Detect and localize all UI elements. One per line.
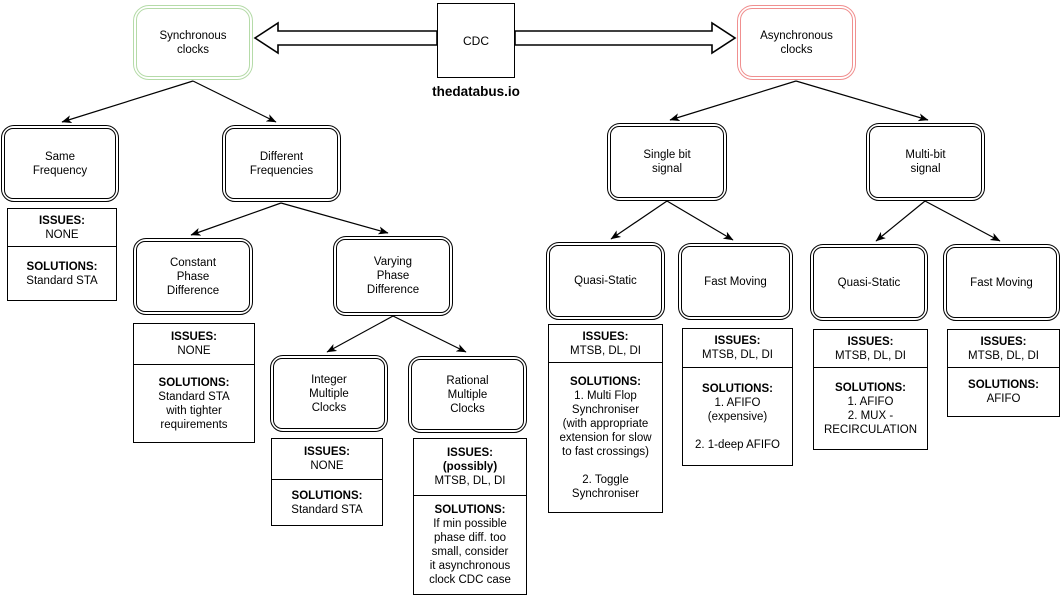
issues-label: ISSUES: xyxy=(582,330,629,343)
node-single-bit-signal-label: Single bit signal xyxy=(643,149,691,175)
table-rational-multiple: ISSUES: (possibly) MTSB, DL, DI SOLUTION… xyxy=(413,438,527,595)
node-multi-quasi-static-label: Quasi-Static xyxy=(837,276,901,289)
issues-value: MTSB, DL, DI xyxy=(570,344,641,357)
connector-different-to-constant-phase xyxy=(190,202,282,236)
issues-value: MTSB, DL, DI xyxy=(968,349,1039,362)
node-multi-fast-moving-label: Fast Moving xyxy=(970,276,1033,289)
issues-value: NONE xyxy=(177,345,211,357)
issues-value: MTSB, DL, DI xyxy=(835,349,906,362)
table-same-frequency: ISSUES: NONE SOLUTIONS: Standard STA xyxy=(7,208,117,301)
connector-single-bit-to-quasi-static xyxy=(610,200,668,240)
connector-single-bit-to-fast-moving xyxy=(666,200,734,241)
solutions-label: SOLUTIONS: xyxy=(434,504,506,516)
node-synchronous-clocks: Synchronous clocks xyxy=(133,5,253,80)
node-single-bit-signal: Single bit signal xyxy=(607,123,727,201)
table-single-fast-moving: ISSUES: MTSB, DL, DI SOLUTIONS: 1. AFIFO… xyxy=(682,328,793,466)
issues-label: ISSUES: xyxy=(714,335,761,347)
node-cdc-label: CDC xyxy=(463,33,489,48)
issues-label: ISSUES: xyxy=(847,335,894,348)
solutions-value: 1. AFIFO (expensive) 2. 1-deep AFIFO xyxy=(694,396,780,451)
connector-asynchronous-to-multi-bit xyxy=(795,80,929,122)
table-constant-phase: ISSUES: NONE SOLUTIONS: Standard STA wit… xyxy=(133,323,255,443)
node-same-frequency-label: Same Frequency xyxy=(32,150,88,177)
issues-label: ISSUES: xyxy=(303,446,350,458)
solutions-label: SOLUTIONS: xyxy=(835,381,906,394)
solutions-value: 1. AFIFO 2. MUX - RECIRCULATION xyxy=(823,395,918,436)
node-rational-multiple-clocks: Rational Multiple Clocks xyxy=(408,356,527,433)
connector-multi-bit-to-fast-moving xyxy=(924,200,1001,242)
issues-label: ISSUES: xyxy=(170,331,217,343)
issues-label: ISSUES: xyxy=(980,335,1027,348)
hollow-arrow-cdc-to-asynchronous xyxy=(514,21,737,55)
node-synchronous-clocks-label: Synchronous clocks xyxy=(159,29,227,56)
solutions-label: SOLUTIONS: xyxy=(570,375,641,388)
solutions-value: AFIFO xyxy=(986,393,1021,405)
solutions-value: Standard STA xyxy=(26,274,98,287)
node-multi-quasi-static: Quasi-Static xyxy=(810,244,928,321)
node-single-quasi-static: Quasi-Static xyxy=(546,242,665,320)
node-multi-bit-signal: Multi-bit signal xyxy=(866,123,985,201)
node-integer-multiple-clocks-label: Integer Multiple Clocks xyxy=(309,373,349,414)
table-integer-multiple: ISSUES: NONE SOLUTIONS: Standard STA xyxy=(271,438,383,526)
solutions-label: SOLUTIONS: xyxy=(702,382,773,395)
solutions-value: Standard STA xyxy=(291,503,363,516)
connector-synchronous-to-different-frequencies xyxy=(192,80,277,123)
node-varying-phase-difference-label: Varying Phase Difference xyxy=(366,256,420,296)
solutions-label: SOLUTIONS: xyxy=(291,489,363,502)
table-multi-fast-moving: ISSUES: MTSB, DL, DI SOLUTIONS: AFIFO xyxy=(947,329,1060,417)
node-multi-fast-moving: Fast Moving xyxy=(943,244,1060,321)
node-asynchronous-clocks-label: Asynchronous clocks xyxy=(760,29,833,56)
table-single-quasi-static: ISSUES: MTSB, DL, DI SOLUTIONS: 1. Multi… xyxy=(548,324,663,513)
node-same-frequency: Same Frequency xyxy=(1,125,119,202)
issues-value: MTSB, DL, DI xyxy=(434,475,506,487)
solutions-label: SOLUTIONS: xyxy=(968,379,1039,391)
connector-different-to-varying-phase xyxy=(280,202,389,235)
connector-varying-to-rational-multiple xyxy=(392,315,467,353)
node-cdc: CDC xyxy=(437,3,515,78)
node-constant-phase-difference: Constant Phase Difference xyxy=(133,238,253,315)
node-rational-multiple-clocks-label: Rational Multiple Clocks xyxy=(446,374,489,415)
brand-thedatabus: thedatabus.io xyxy=(432,84,520,99)
node-asynchronous-clocks: Asynchronous clocks xyxy=(737,5,856,80)
issues-value: MTSB, DL, DI xyxy=(702,349,773,361)
node-constant-phase-difference-label: Constant Phase Difference xyxy=(166,256,220,297)
connector-varying-to-integer-multiple xyxy=(326,315,394,353)
node-different-frequencies: Different Frequencies xyxy=(222,125,341,202)
table-multi-quasi-static: ISSUES: MTSB, DL, DI SOLUTIONS: 1. AFIFO… xyxy=(813,329,928,450)
solutions-label: SOLUTIONS: xyxy=(158,376,230,389)
issues-value: NONE xyxy=(45,228,79,241)
node-single-fast-moving: Fast Moving xyxy=(678,243,793,320)
solutions-value: 1. Multi Flop Synchroniser (with appropr… xyxy=(559,389,652,500)
issues-label: ISSUES: (possibly) xyxy=(442,447,498,473)
issues-label: ISSUES: xyxy=(38,214,85,227)
solutions-value: Standard STA with tighter requirements xyxy=(158,390,230,431)
solutions-value: If min possible phase diff. too small, c… xyxy=(429,518,511,586)
connector-multi-bit-to-quasi-static xyxy=(875,200,926,242)
node-integer-multiple-clocks: Integer Multiple Clocks xyxy=(270,355,388,432)
hollow-arrow-cdc-to-synchronous xyxy=(253,21,438,55)
node-single-quasi-static-label: Quasi-Static xyxy=(574,275,637,287)
connector-synchronous-to-same-frequency xyxy=(61,80,194,123)
issues-value: NONE xyxy=(310,460,344,472)
node-varying-phase-difference: Varying Phase Difference xyxy=(333,236,453,316)
connector-asynchronous-to-single-bit xyxy=(669,80,797,122)
node-multi-bit-signal-label: Multi-bit signal xyxy=(905,149,946,175)
solutions-label: SOLUTIONS: xyxy=(26,260,98,273)
node-single-fast-moving-label: Fast Moving xyxy=(704,275,767,288)
node-different-frequencies-label: Different Frequencies xyxy=(249,150,314,177)
